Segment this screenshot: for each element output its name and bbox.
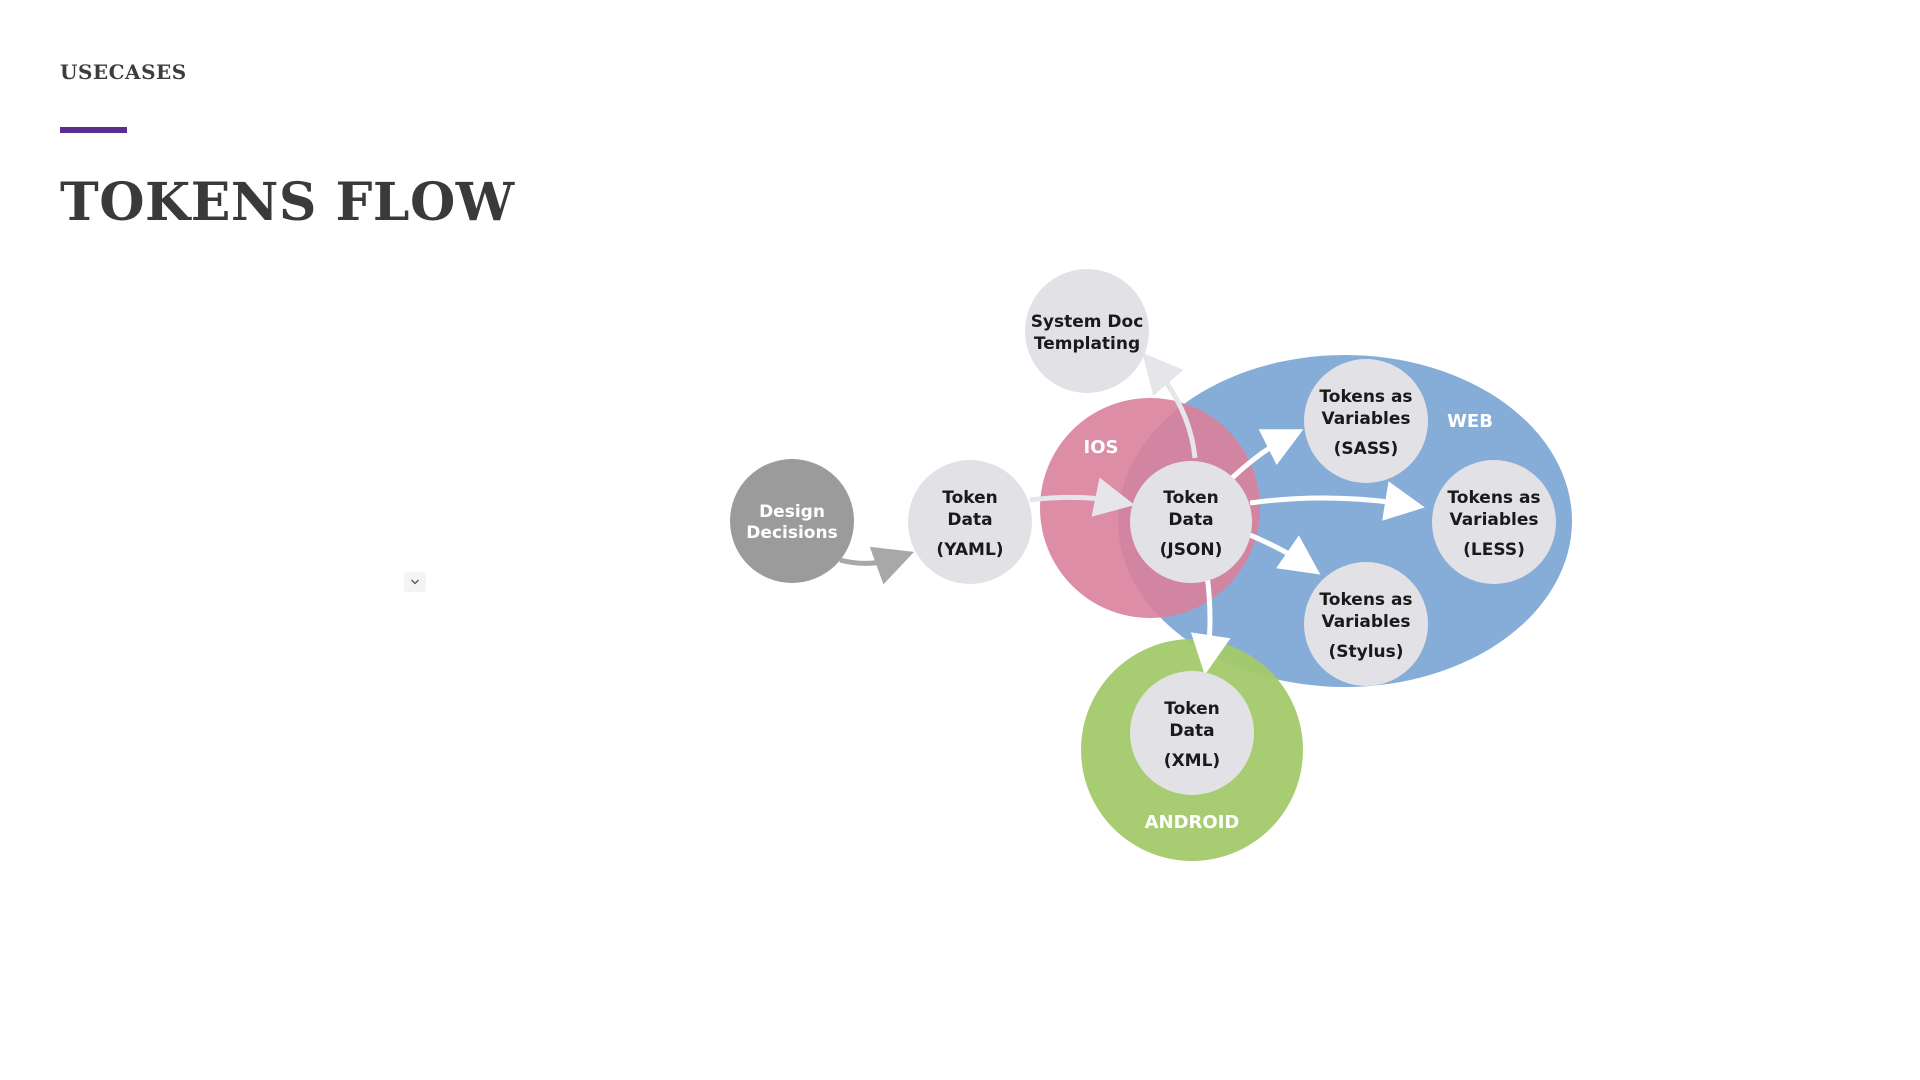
chevron-down-icon [411, 579, 419, 585]
svg-text:Token: Token [942, 488, 998, 508]
svg-text:(Stylus): (Stylus) [1328, 642, 1403, 662]
svg-text:(JSON): (JSON) [1160, 540, 1223, 560]
svg-text:Data: Data [1169, 721, 1214, 741]
svg-text:Token: Token [1164, 699, 1220, 719]
arrow-design-to-yaml [839, 546, 915, 585]
android-region-label: ANDROID [1145, 812, 1240, 833]
collapse-button[interactable] [404, 572, 426, 592]
svg-text:Data: Data [947, 510, 992, 530]
node-token-data-json: Token Data (JSON) [1130, 461, 1252, 583]
svg-text:Variables: Variables [1321, 612, 1410, 632]
svg-text:Variables: Variables [1449, 510, 1538, 530]
node-token-data-xml: Token Data (XML) [1130, 671, 1254, 795]
svg-text:Tokens as: Tokens as [1319, 387, 1412, 407]
svg-text:Design: Design [759, 502, 825, 522]
svg-text:Variables: Variables [1321, 409, 1410, 429]
node-tokens-sass: Tokens as Variables (SASS) [1304, 359, 1428, 483]
arrow-json-to-less [1249, 481, 1425, 521]
node-system-doc-templating: System Doc Templating [1025, 269, 1149, 393]
arrow-json-to-stylus [1244, 530, 1321, 575]
svg-text:System Doc: System Doc [1031, 312, 1144, 332]
arrow-json-to-xml [1190, 574, 1231, 675]
arrow-json-to-systemdoc [1142, 352, 1198, 459]
svg-text:(YAML): (YAML) [936, 540, 1003, 560]
svg-text:(LESS): (LESS) [1463, 540, 1525, 560]
arrow-yaml-to-json [1029, 477, 1135, 517]
node-design-decisions: Design Decisions [730, 459, 854, 583]
svg-text:Tokens as: Tokens as [1319, 590, 1412, 610]
svg-text:Templating: Templating [1034, 334, 1140, 354]
node-tokens-less: Tokens as Variables (LESS) [1432, 460, 1556, 584]
web-region-label: WEB [1447, 411, 1493, 432]
svg-text:Tokens as: Tokens as [1447, 488, 1540, 508]
ios-region-label: IOS [1084, 437, 1119, 458]
svg-text:Token: Token [1163, 488, 1219, 508]
svg-text:Data: Data [1168, 510, 1213, 530]
svg-text:(SASS): (SASS) [1334, 439, 1399, 459]
arrow-json-to-sass [1230, 429, 1304, 480]
node-tokens-stylus: Tokens as Variables (Stylus) [1304, 562, 1428, 686]
page-title: TOKENS FLOW [60, 172, 515, 233]
svg-text:(XML): (XML) [1164, 751, 1220, 771]
svg-text:Decisions: Decisions [746, 523, 837, 543]
accent-rule [60, 127, 127, 133]
section-eyebrow: USECASES [60, 60, 187, 84]
node-token-data-yaml: Token Data (YAML) [908, 460, 1032, 584]
